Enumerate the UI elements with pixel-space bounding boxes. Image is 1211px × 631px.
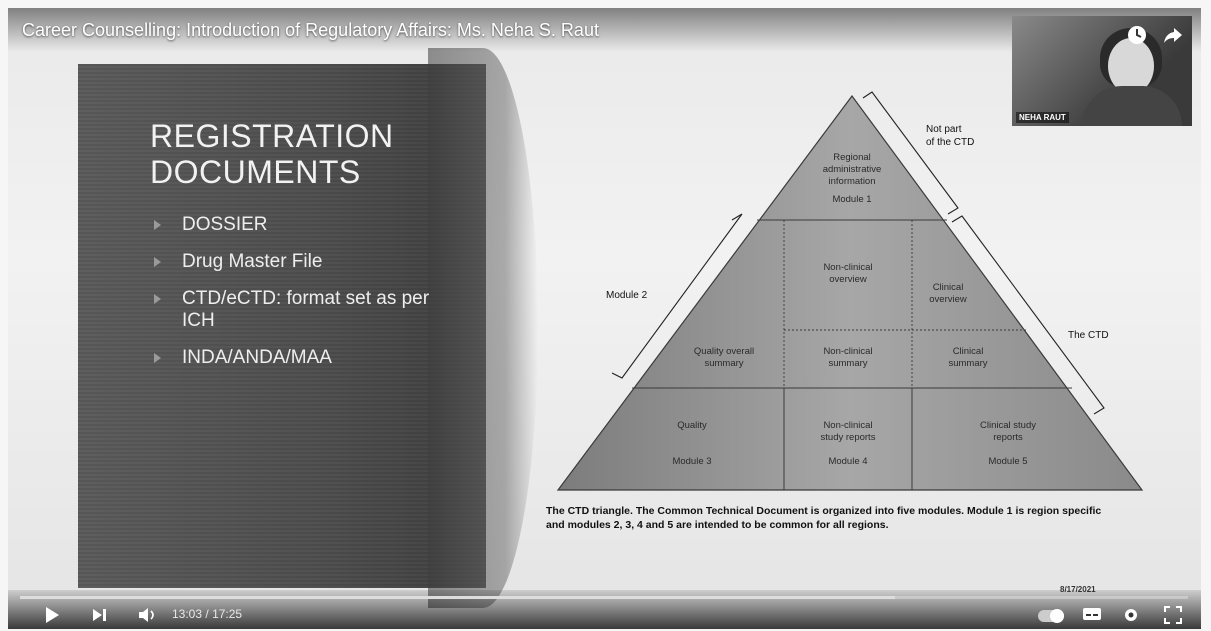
presenter-body	[1082, 86, 1182, 126]
volume-icon[interactable]	[138, 606, 160, 629]
clock-icon[interactable]	[1126, 24, 1148, 46]
presenter-face	[1108, 38, 1154, 94]
play-icon[interactable]	[44, 606, 60, 629]
nc-summary-line: Non-clinical	[823, 346, 872, 357]
module2-side-label: Module 2	[606, 290, 648, 301]
time-display: 13:03 / 17:25	[172, 607, 242, 621]
module3-label: Module 3	[672, 456, 711, 467]
bullet-arrow-icon	[154, 257, 161, 267]
ctd-side-label: The CTD	[1068, 330, 1109, 341]
ctd-bracket	[951, 215, 1105, 415]
nc-reports-line: study reports	[821, 432, 876, 443]
clin-overview-line: Clinical	[933, 282, 964, 293]
time-separator: /	[205, 607, 209, 621]
next-icon[interactable]	[92, 606, 108, 629]
duration: 17:25	[212, 607, 243, 621]
pyramid-shape	[556, 94, 1144, 491]
slide-date: 8/17/2021	[1060, 585, 1096, 594]
clin-summary-line: summary	[948, 358, 987, 369]
bullet-arrow-icon	[154, 353, 161, 363]
nc-summary-line: summary	[828, 358, 867, 369]
module4-label: Module 4	[828, 456, 867, 467]
bullet-item: DOSSIER	[152, 214, 462, 236]
gear-icon[interactable]	[1122, 606, 1140, 629]
clin-reports-line: reports	[993, 432, 1023, 443]
clin-summary-line: Clinical	[953, 346, 984, 357]
quality-summary-line: Quality overall	[694, 346, 754, 357]
bullet-item: Drug Master File	[152, 251, 462, 273]
not-part-line: of the CTD	[926, 137, 974, 148]
video-player[interactable]: REGISTRATION DOCUMENTS DOSSIER Drug Mast…	[8, 8, 1201, 629]
slide-bullet-list: DOSSIER Drug Master File CTD/eCTD: forma…	[152, 214, 462, 384]
video-title[interactable]: Career Counselling: Introduction of Regu…	[22, 20, 599, 40]
top-right-actions	[1126, 24, 1184, 46]
clin-overview-line: overview	[929, 294, 967, 305]
subtitles-icon[interactable]	[1082, 606, 1102, 627]
slide-panel-curve	[428, 48, 538, 608]
title-overlay	[8, 8, 1201, 52]
player-controls: 13:03 / 17:25	[8, 590, 1201, 629]
progress-fill	[20, 596, 895, 599]
toggle-knob	[1050, 609, 1064, 623]
webcam-name-label: NEHA RAUT	[1016, 112, 1069, 123]
ctd-pyramid-diagram: Regional administrative information Modu…	[556, 91, 1144, 491]
diagram-caption: The CTD triangle. The Common Technical D…	[546, 505, 1102, 531]
current-time: 13:03	[172, 607, 203, 621]
slide-title: REGISTRATION DOCUMENTS	[150, 118, 394, 190]
module2-bracket	[611, 213, 743, 379]
presentation-slide: REGISTRATION DOCUMENTS DOSSIER Drug Mast…	[8, 8, 1201, 629]
webcam-overlay: NEHA RAUT	[1012, 16, 1192, 126]
top-line: information	[829, 176, 876, 187]
fullscreen-icon[interactable]	[1164, 606, 1182, 629]
top-line: Regional	[833, 152, 871, 163]
clin-reports-line: Clinical study	[980, 420, 1036, 431]
module1-label: Module 1	[832, 194, 871, 205]
nc-overview-line: Non-clinical	[823, 262, 872, 273]
not-part-bracket	[862, 91, 959, 215]
bullet-item: CTD/eCTD: format set as per ICH	[152, 288, 462, 332]
slide-title-panel	[78, 64, 486, 588]
quality-line: Quality	[677, 420, 707, 431]
bullet-arrow-icon	[154, 294, 161, 304]
nc-overview-line: overview	[829, 274, 867, 285]
module5-label: Module 5	[988, 456, 1027, 467]
bullet-arrow-icon	[154, 220, 161, 230]
bullet-item: INDA/ANDA/MAA	[152, 347, 462, 369]
top-line: administrative	[823, 164, 882, 175]
share-icon[interactable]	[1162, 24, 1184, 46]
not-part-line: Not part	[926, 124, 962, 135]
quality-summary-line: summary	[704, 358, 743, 369]
autoplay-toggle[interactable]	[1038, 609, 1064, 623]
nc-reports-line: Non-clinical	[823, 420, 872, 431]
progress-bar[interactable]	[20, 596, 1188, 599]
